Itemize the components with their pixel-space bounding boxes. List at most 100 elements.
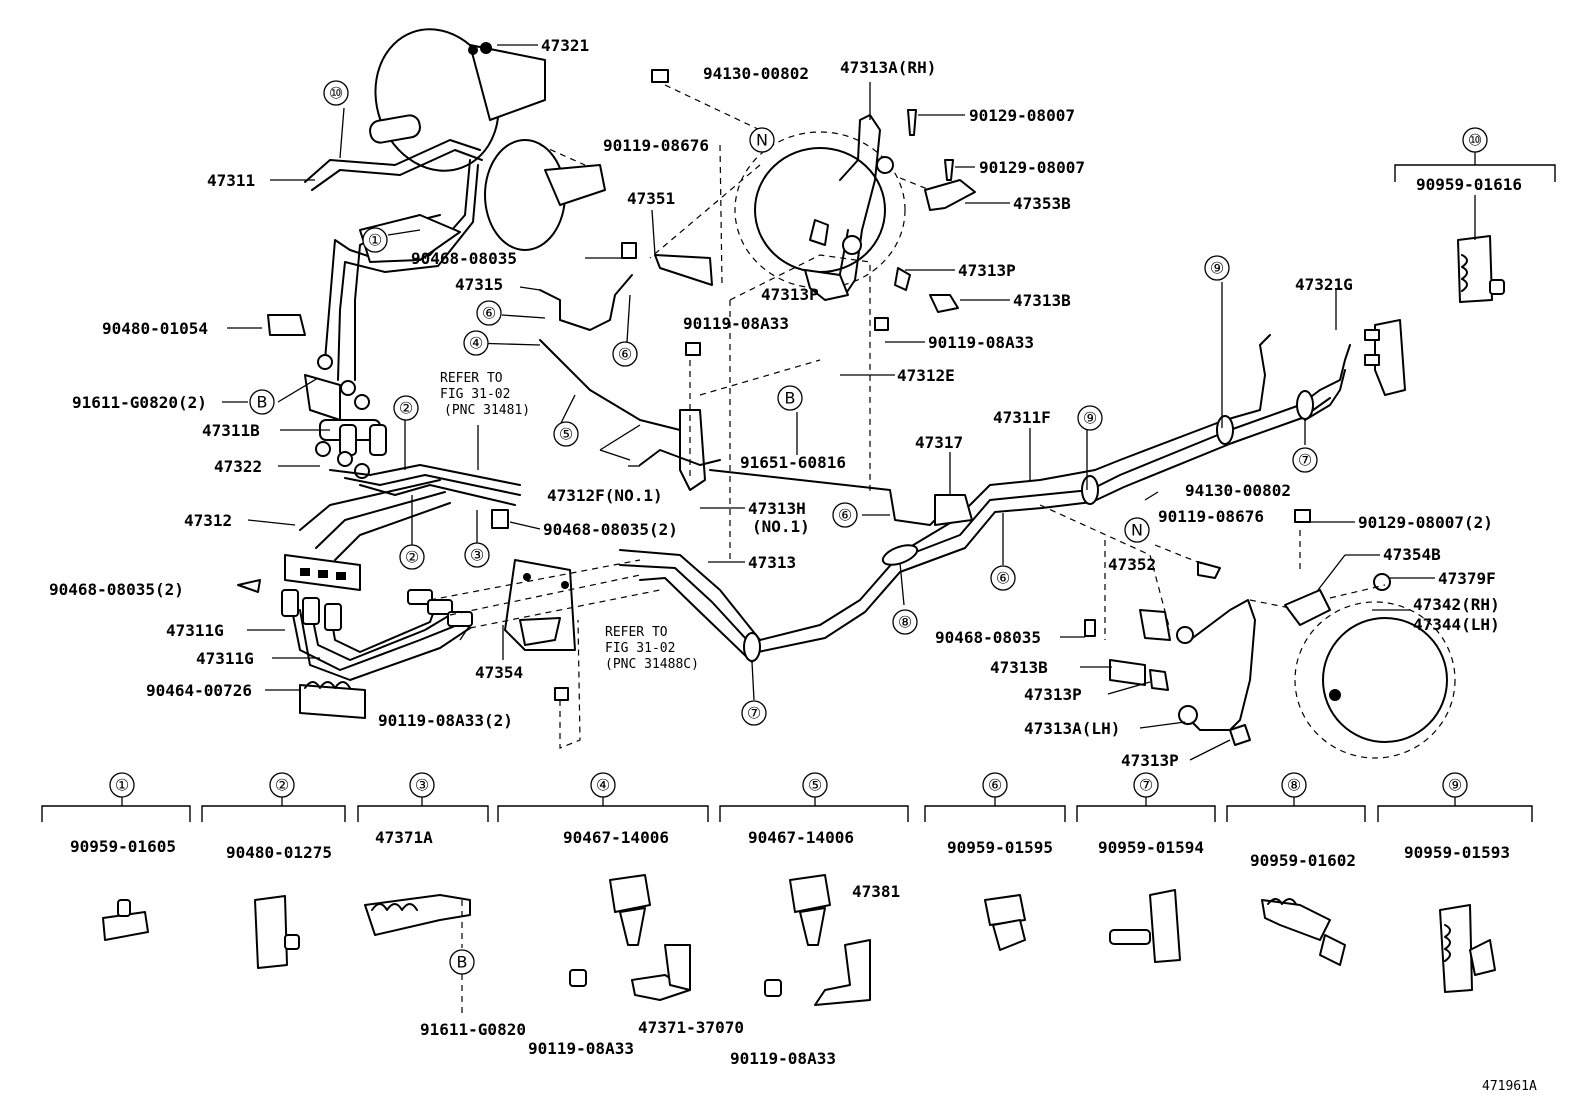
svg-text:⑥: ⑥ [482, 304, 496, 323]
legend-marker: ② [275, 776, 289, 795]
label-47313a-lh: 47313A(LH) [1024, 719, 1120, 738]
marker-b-left: B [249, 389, 275, 415]
legend-marker-circle [109, 772, 135, 798]
label-47313p-drum: 47313P [761, 285, 819, 304]
refer-note-1-line2: FIG 31-02 [440, 387, 510, 402]
legend-marker: ⑤ [808, 776, 822, 795]
legend-part-number: 90119-08A33 [528, 1039, 634, 1058]
legend-marker-circle [802, 772, 828, 798]
label-47313p-top: 47313P [958, 261, 1016, 280]
marker-1: ① [362, 227, 388, 253]
label-47312e: 47312E [897, 366, 955, 385]
label-47312: 47312 [184, 511, 232, 530]
svg-text:N: N [756, 131, 768, 150]
legend-marker: ⑦ [1139, 776, 1153, 795]
svg-text:⑦: ⑦ [1298, 451, 1312, 470]
svg-text:⑩: ⑩ [1468, 131, 1482, 150]
svg-text:⑤: ⑤ [559, 425, 573, 444]
legend-bracket [357, 805, 489, 822]
label-90119-08a33-2: 90119-08A33(2) [378, 711, 513, 730]
legend-bracket [41, 805, 191, 822]
legend-marker-circle [269, 772, 295, 798]
svg-text:⑨: ⑨ [1210, 259, 1224, 278]
marker-3: ③ [464, 542, 490, 568]
marker-10-top: ⑩ [323, 80, 349, 106]
label-91611-g0820-2: 91611-G0820(2) [72, 393, 207, 412]
label-47354b: 47354B [1383, 545, 1441, 564]
svg-text:B: B [257, 393, 268, 412]
svg-text:③: ③ [470, 546, 484, 565]
clip-legend: ①90959-01605②90480-01275③47371A91611-G08… [41, 772, 1533, 1068]
proportioning-block [304, 354, 387, 479]
legend-bracket [1226, 805, 1366, 822]
label-47313b-top: 47313B [1013, 291, 1071, 310]
legend-bracket [719, 805, 909, 822]
svg-text:⑦: ⑦ [747, 704, 761, 723]
brake-drum-lh [1176, 573, 1456, 759]
svg-text:⑥: ⑥ [618, 345, 632, 364]
marker-8: ⑧ [892, 609, 918, 635]
legend-part-drawings [102, 874, 1496, 1006]
refer-note-1-line1: REFER TO [440, 371, 503, 386]
label-47321g: 47321G [1295, 275, 1353, 294]
label-47344-lh: 47344(LH) [1413, 615, 1500, 634]
refer-note-1-line3: (PNC 31481) [444, 403, 530, 418]
label-47351: 47351 [627, 189, 675, 208]
legend-marker-circle [590, 772, 616, 798]
legend-marker: ⑧ [1287, 776, 1301, 795]
label-47311: 47311 [207, 171, 255, 190]
legend-marker: ⑥ [988, 776, 1002, 795]
label-47353b: 47353B [1013, 194, 1071, 213]
label-47317: 47317 [915, 433, 963, 452]
marker-6-rear: ⑥ [990, 565, 1016, 591]
svg-text:B: B [785, 389, 796, 408]
label-94130-00802-top: 94130-00802 [703, 64, 809, 83]
legend-part-number: 90959-01595 [947, 838, 1053, 857]
legend-b-marker: B [457, 953, 468, 972]
legend-part-number: 90480-01275 [226, 843, 332, 862]
legend-marker: ③ [415, 776, 429, 795]
marker-6-mid: ⑥ [612, 341, 638, 367]
label-47354: 47354 [475, 663, 523, 682]
refer-note-2-line1: REFER TO [605, 625, 668, 640]
brake-booster [369, 28, 606, 251]
label-47313: 47313 [748, 553, 796, 572]
label-90129-08007-b: 90129-08007 [979, 158, 1085, 177]
legend-part-number: 90959-01593 [1404, 843, 1510, 862]
legend-marker-circle [1442, 772, 1468, 798]
label-47312f: 47312F(NO.1) [547, 486, 663, 505]
legend-bracket [497, 805, 709, 822]
svg-text:⑥: ⑥ [838, 506, 852, 525]
svg-text:⑨: ⑨ [1083, 409, 1097, 428]
legend-marker-circle [1133, 772, 1159, 798]
svg-text:②: ② [399, 399, 413, 418]
legend-bracket [1377, 805, 1533, 822]
legend-part-number: 90119-08A33 [730, 1049, 836, 1068]
marker-2-bottom: ② [399, 544, 425, 570]
label-47313p-rear-b: 47313P [1121, 751, 1179, 770]
legend-marker: ⑨ [1448, 776, 1462, 795]
label-90119-08a33-right: 90119-08A33 [928, 333, 1034, 352]
label-47311b: 47311B [202, 421, 260, 440]
legend-part-number: 90959-01602 [1250, 851, 1356, 870]
label-47313a-rh: 47313A(RH) [840, 58, 936, 77]
label-47313h-no1: (NO.1) [752, 517, 810, 536]
label-47311g-upper: 47311G [166, 621, 224, 640]
legend-marker: ① [115, 776, 129, 795]
label-47311g-lower: 47311G [196, 649, 254, 668]
label-90480-01054: 90480-01054 [102, 319, 208, 338]
label-47352: 47352 [1108, 555, 1156, 574]
legend-marker-circle [982, 772, 1008, 798]
legend-part-number: 47381 [852, 882, 900, 901]
label-94130-00802-rear: 94130-00802 [1185, 481, 1291, 500]
brake-drum-rh [734, 114, 906, 296]
label-90119-08676-top: 90119-08676 [603, 136, 709, 155]
label-90468-08035-mid: 90468-08035 [411, 249, 517, 268]
legend-part-number: 90959-01605 [70, 837, 176, 856]
refer-note-2-line3: (PNC 31488C) [605, 657, 699, 672]
marker-5: ⑤ [553, 421, 579, 447]
label-47315: 47315 [455, 275, 503, 294]
label-90129-08007-2: 90129-08007(2) [1358, 513, 1493, 532]
label-47313b-rear: 47313B [990, 658, 1048, 677]
